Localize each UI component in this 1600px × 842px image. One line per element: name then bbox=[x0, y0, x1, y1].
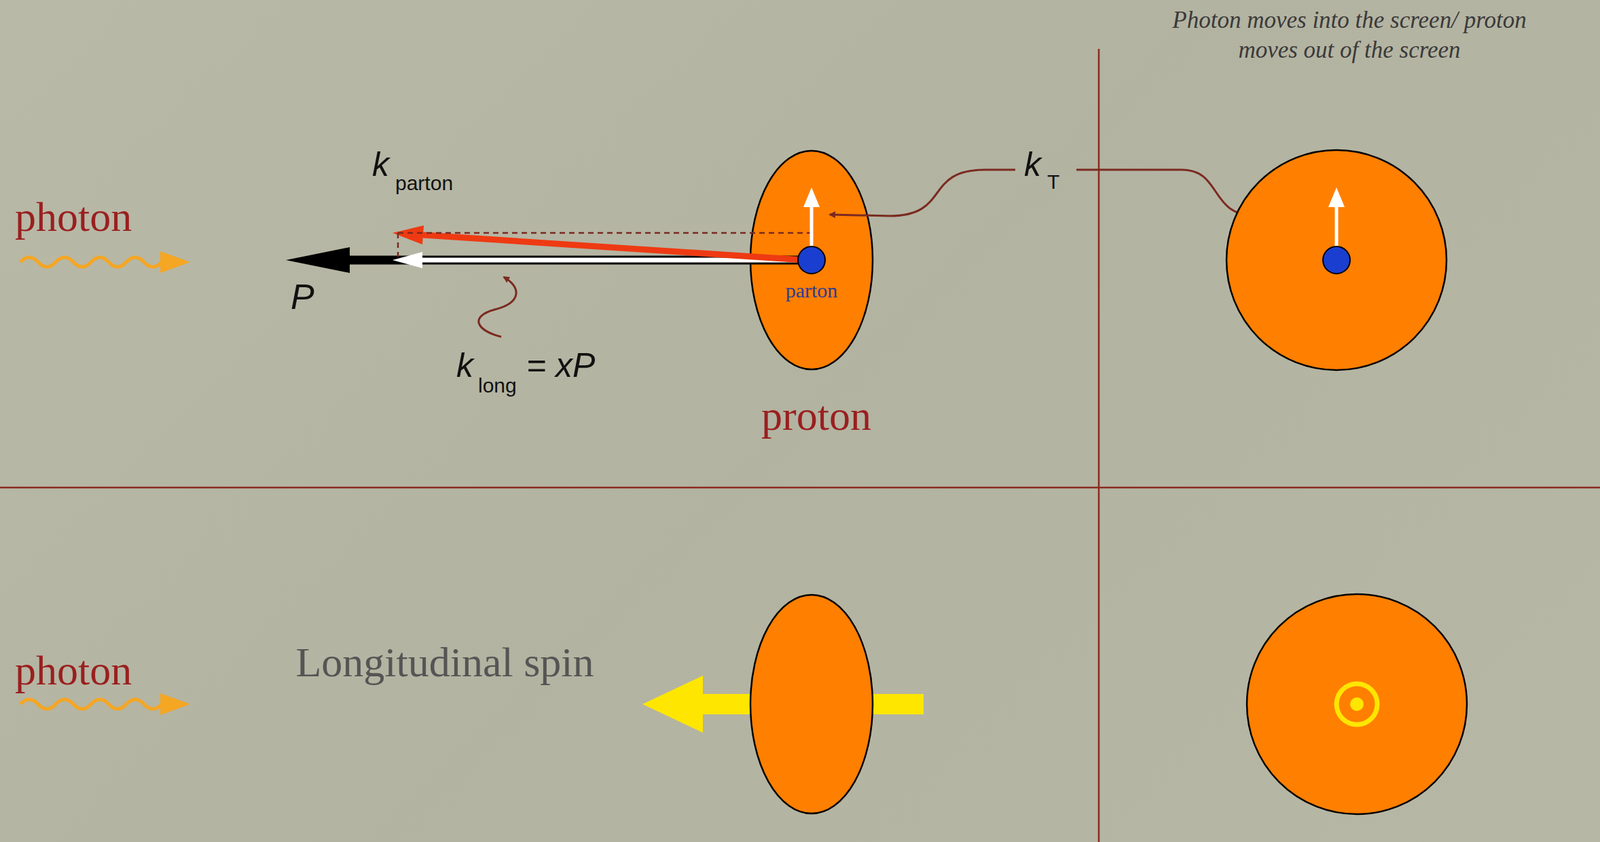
divider-line bbox=[1098, 48, 1101, 842]
symbol: k bbox=[1024, 143, 1042, 185]
proton-circle bbox=[1246, 594, 1467, 815]
kparton-arrow bbox=[417, 234, 805, 261]
subscript: parton bbox=[395, 171, 453, 196]
photon-wave bbox=[20, 699, 162, 709]
divider-line bbox=[0, 486, 1600, 489]
proton-ellipse bbox=[750, 594, 873, 814]
photon-label: photon bbox=[14, 191, 132, 242]
symbol: P bbox=[290, 275, 315, 318]
proton-label: proton bbox=[728, 390, 905, 441]
equation: = xP bbox=[526, 344, 595, 386]
note: Photon moves into the screen/ proton mov… bbox=[1145, 5, 1554, 66]
parton-dot bbox=[1322, 246, 1351, 274]
symbol: k bbox=[456, 344, 474, 386]
subscript: long bbox=[478, 373, 517, 398]
spin-dot bbox=[1350, 697, 1364, 712]
kt-arrowhead bbox=[1328, 187, 1345, 208]
spin-arrowhead bbox=[642, 675, 703, 733]
parton-dot bbox=[797, 246, 826, 274]
kt-arrowhead bbox=[803, 187, 820, 208]
leader-line bbox=[478, 277, 517, 337]
kt-arrow bbox=[1335, 203, 1339, 248]
subscript: T bbox=[1047, 169, 1060, 195]
dashed-projection bbox=[397, 232, 812, 235]
photon-arrowhead bbox=[160, 693, 191, 716]
klong-arrowhead bbox=[392, 251, 423, 269]
dashed-projection bbox=[397, 232, 400, 257]
momentum-arrowhead bbox=[285, 247, 350, 274]
kt-arrow bbox=[810, 203, 814, 248]
photon-label: photon bbox=[14, 645, 132, 696]
proton-circle bbox=[1226, 150, 1447, 371]
leader-line bbox=[829, 169, 1016, 216]
spin-label: Longitudinal spin bbox=[295, 634, 595, 690]
photon-arrowhead bbox=[160, 251, 191, 274]
photon-wave bbox=[20, 257, 162, 267]
spin-ring bbox=[1336, 683, 1378, 725]
parton-label: parton bbox=[757, 278, 866, 303]
symbol: k bbox=[372, 143, 390, 185]
